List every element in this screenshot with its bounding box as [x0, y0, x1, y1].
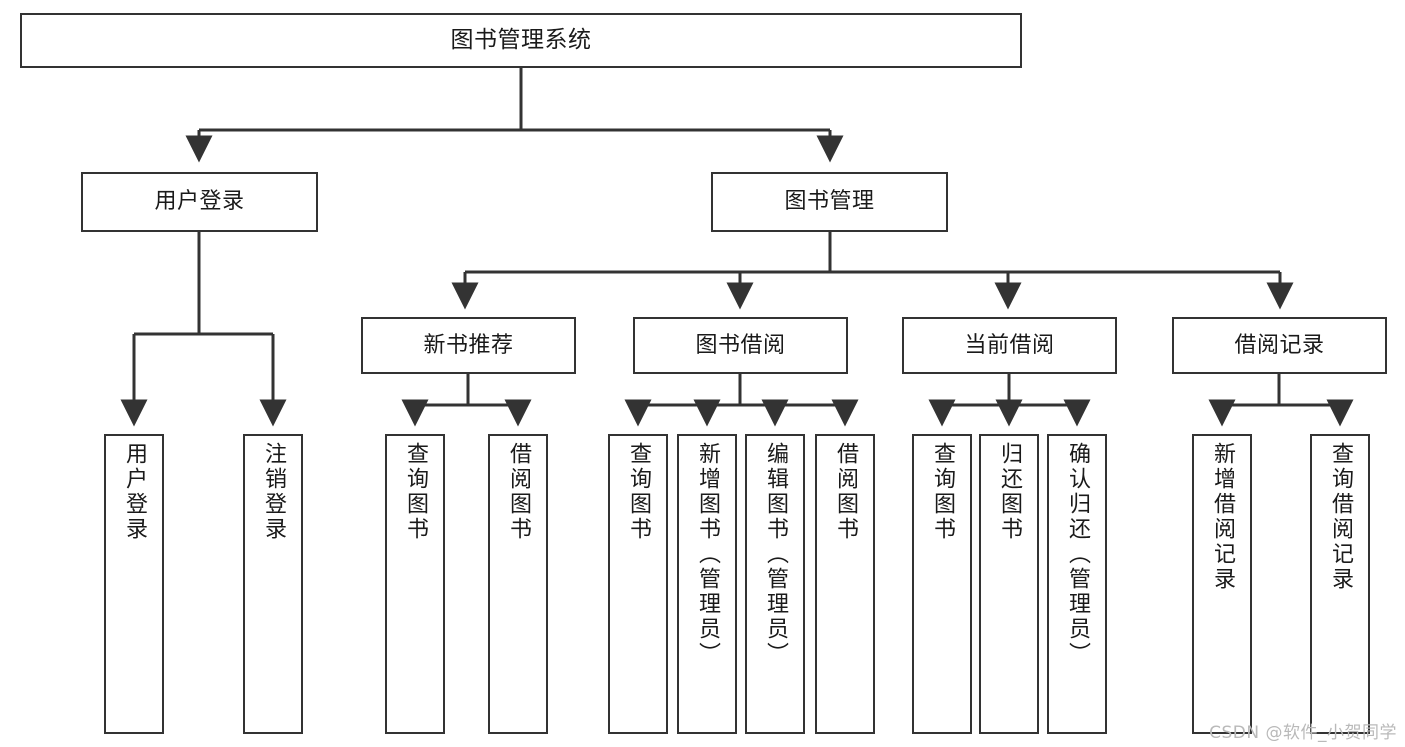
node-label: 图书管理系统 — [450, 27, 592, 54]
node-label: 查询图书 — [403, 442, 428, 542]
node-label: 编辑图书（管理员） — [763, 442, 788, 667]
node-label: 新增图书（管理员） — [695, 442, 720, 667]
node-leaf-user-login[interactable]: 用户登录 — [104, 434, 164, 734]
node-label: 新书推荐 — [423, 332, 514, 358]
node-current-borrow[interactable]: 当前借阅 — [902, 317, 1117, 374]
node-label: 借阅图书 — [833, 442, 858, 542]
node-label: 查询图书 — [626, 442, 651, 542]
node-label: 确认归还（管理员） — [1065, 442, 1090, 667]
node-leaf-add-borrow-record[interactable]: 新增借阅记录 — [1192, 434, 1252, 734]
node-label: 图书借阅 — [695, 332, 786, 358]
node-leaf-return-book[interactable]: 归还图书 — [979, 434, 1039, 734]
node-root-system[interactable]: 图书管理系统 — [20, 13, 1022, 68]
node-leaf-add-book-admin[interactable]: 新增图书（管理员） — [677, 434, 737, 734]
node-leaf-edit-book-admin[interactable]: 编辑图书（管理员） — [745, 434, 805, 734]
node-label: 借阅图书 — [506, 442, 531, 542]
node-leaf-confirm-return-admin[interactable]: 确认归还（管理员） — [1047, 434, 1107, 734]
watermark-text: CSDN @软件_小贺同学 — [1209, 723, 1397, 743]
node-label: 借阅记录 — [1234, 332, 1325, 358]
node-new-book-recommend[interactable]: 新书推荐 — [361, 317, 576, 374]
node-leaf-query-borrow-record[interactable]: 查询借阅记录 — [1310, 434, 1370, 734]
node-leaf-query-book-borrow[interactable]: 查询图书 — [608, 434, 668, 734]
node-label: 当前借阅 — [964, 332, 1055, 358]
node-label: 用户登录 — [154, 189, 245, 215]
node-label: 查询图书 — [930, 442, 955, 542]
node-label: 查询借阅记录 — [1328, 442, 1353, 592]
node-leaf-borrow-book-recommend[interactable]: 借阅图书 — [488, 434, 548, 734]
node-leaf-query-book-recommend[interactable]: 查询图书 — [385, 434, 445, 734]
node-leaf-borrow-book[interactable]: 借阅图书 — [815, 434, 875, 734]
node-book-management[interactable]: 图书管理 — [711, 172, 948, 232]
node-label: 新增借阅记录 — [1210, 442, 1235, 592]
node-label: 归还图书 — [997, 442, 1022, 542]
node-label: 注销登录 — [261, 442, 286, 542]
node-label: 用户登录 — [122, 442, 147, 542]
node-borrow-record[interactable]: 借阅记录 — [1172, 317, 1387, 374]
node-leaf-user-logout[interactable]: 注销登录 — [243, 434, 303, 734]
node-label: 图书管理 — [784, 189, 875, 215]
node-book-borrow[interactable]: 图书借阅 — [633, 317, 848, 374]
node-leaf-query-book-current[interactable]: 查询图书 — [912, 434, 972, 734]
node-user-login[interactable]: 用户登录 — [81, 172, 318, 232]
